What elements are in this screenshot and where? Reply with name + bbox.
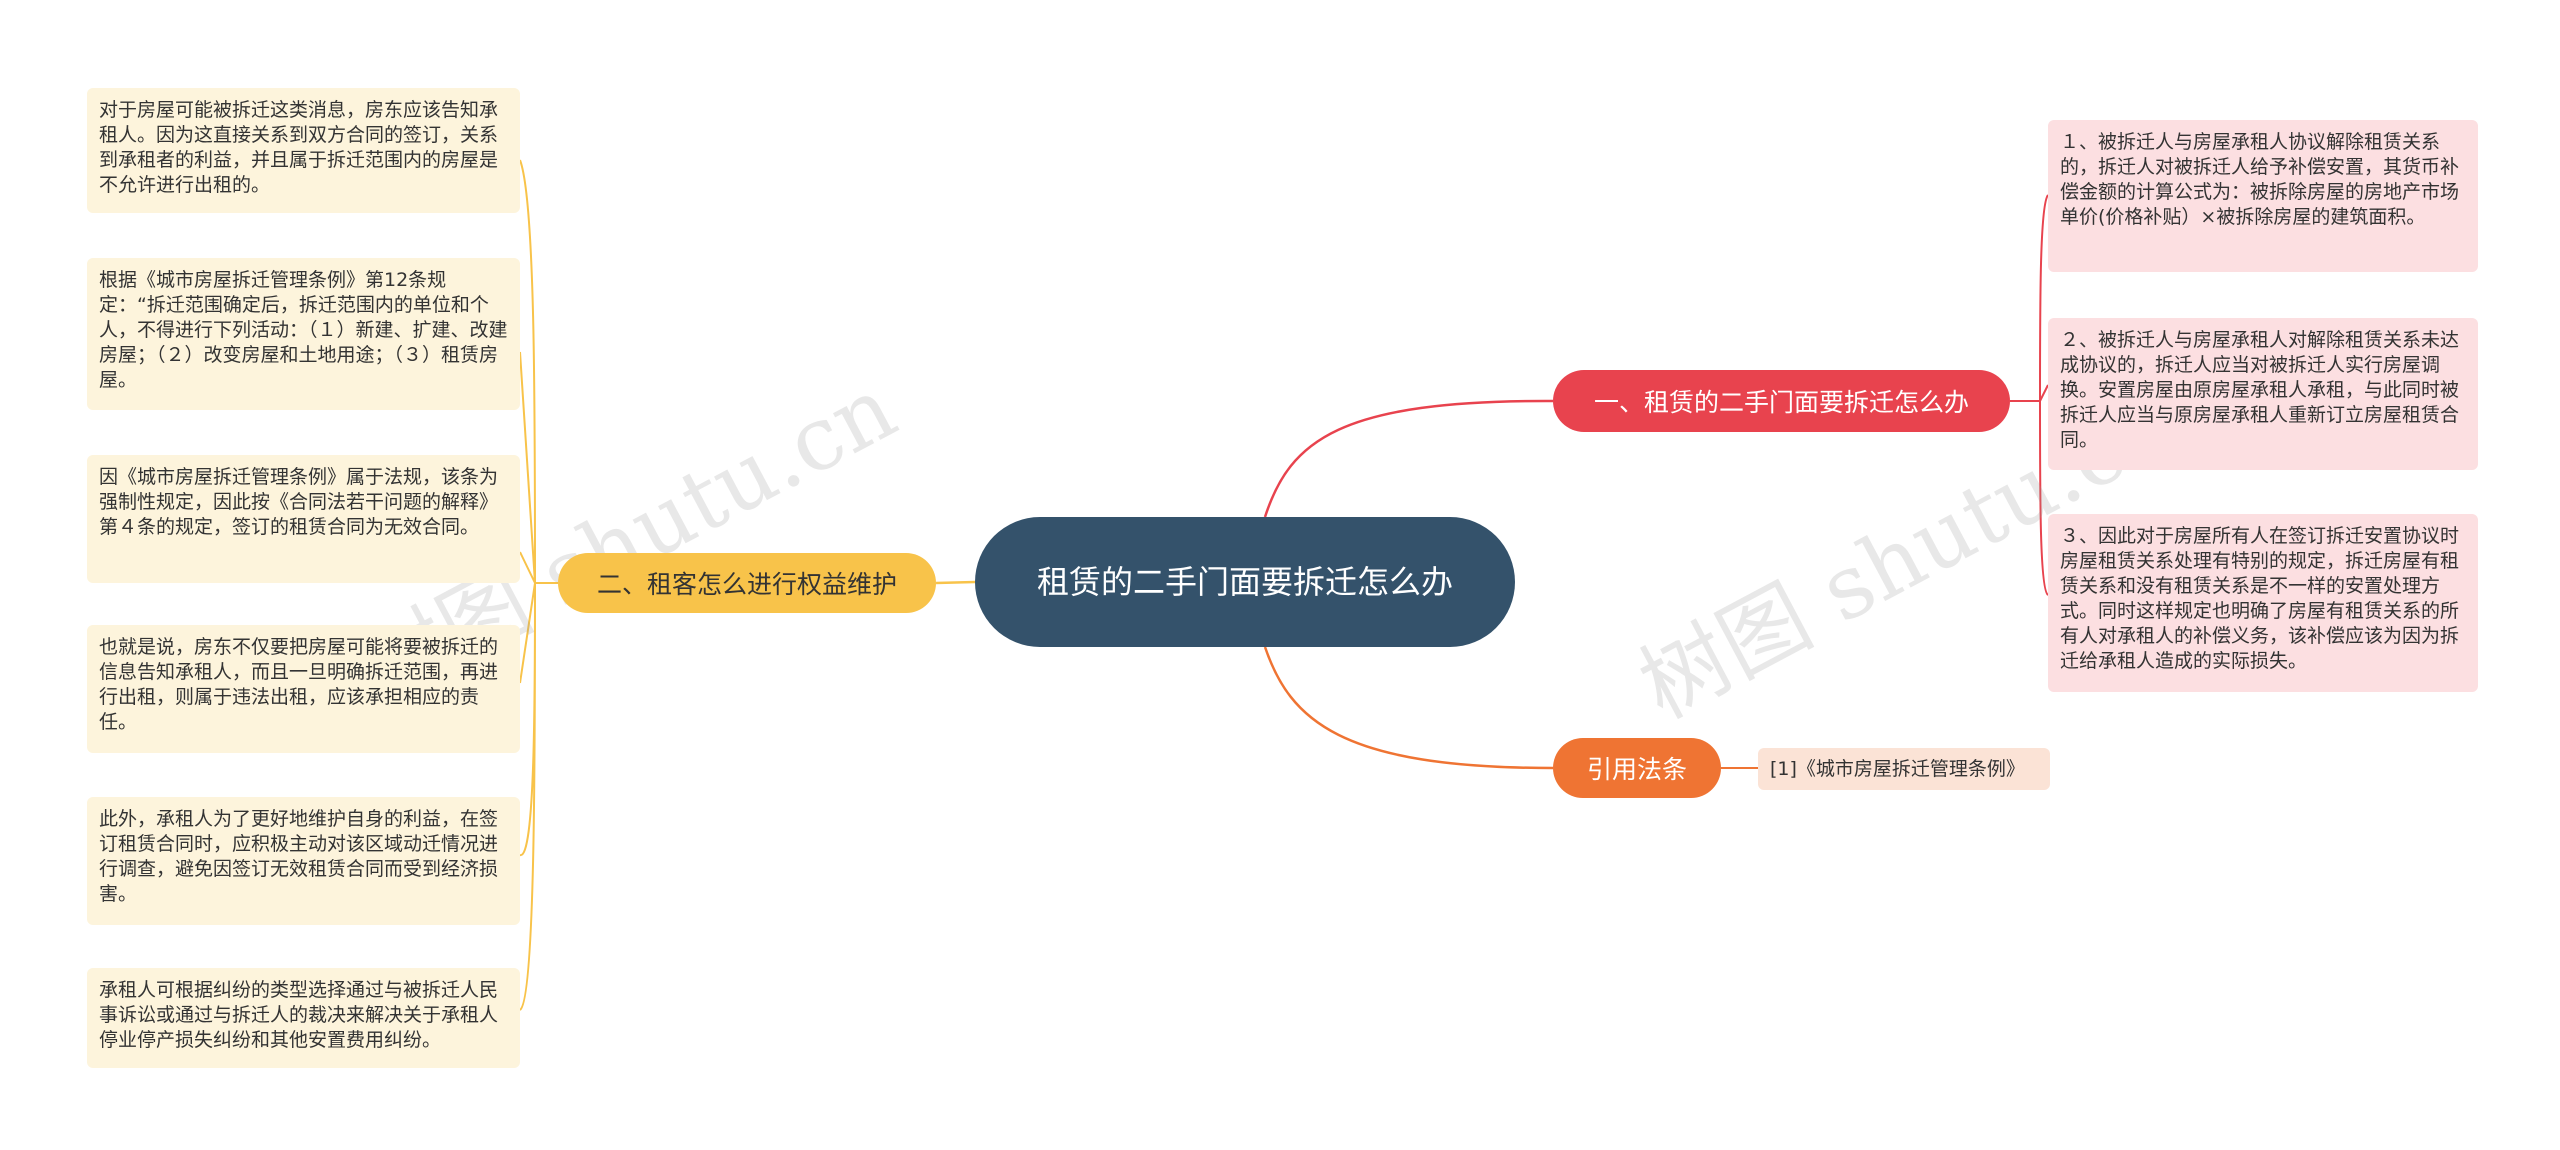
leaf-text: 对于房屋可能被拆迁这类消息，房东应该告知承租人。因为这直接关系到双方合同的签订，… [99, 99, 499, 196]
leaf-node[interactable]: １、被拆迁人与房屋承租人协议解除租赁关系的，拆迁人对被拆迁人给予补偿安置，其货币… [2048, 120, 2478, 272]
leaf-node[interactable]: 对于房屋可能被拆迁这类消息，房东应该告知承租人。因为这直接关系到双方合同的签订，… [87, 88, 520, 213]
leaf-text: １、被拆迁人与房屋承租人协议解除租赁关系的，拆迁人对被拆迁人给予补偿安置，其货币… [2060, 131, 2460, 228]
leaf-text: 此外，承租人为了更好地维护自身的利益，在签订租赁合同时，应积极主动对该区域动迁情… [99, 808, 499, 905]
leaf-text: [1]《城市房屋拆迁管理条例》 [1770, 758, 2025, 780]
root-title: 租赁的二手门面要拆迁怎么办 [1036, 563, 1453, 601]
leaf-node[interactable]: 此外，承租人为了更好地维护自身的利益，在签订租赁合同时，应积极主动对该区域动迁情… [87, 797, 520, 925]
citation-leaf-node[interactable]: [1]《城市房屋拆迁管理条例》 [1758, 748, 2050, 790]
leaf-text: 也就是说，房东不仅要把房屋可能将要被拆迁的信息告知承租人，而且一旦明确拆迁范围，… [99, 636, 499, 733]
leaf-node[interactable]: 承租人可根据纠纷的类型选择通过与被拆迁人民事诉讼或通过与拆迁人的裁决来解决关于承… [87, 968, 520, 1068]
leaf-text: 根据《城市房屋拆迁管理条例》第12条规定：“拆迁范围确定后，拆迁范围内的单位和个… [99, 269, 508, 391]
leaf-node[interactable]: ３、因此对于房屋所有人在签订拆迁安置协议时房屋租赁关系处理有特别的规定，拆迁房屋… [2048, 514, 2478, 692]
branch-node-citations[interactable]: 引用法条 [1553, 738, 1721, 798]
edge-root-b1 [1263, 399, 1554, 518]
branch-label: 二、租客怎么进行权益维护 [596, 570, 897, 599]
leaf-node[interactable]: ２、被拆迁人与房屋承租人对解除租赁关系未达成协议的，拆迁人应当对被拆迁人实行房屋… [2048, 318, 2478, 470]
branch-node-relocation[interactable]: 一、租赁的二手门面要拆迁怎么办 [1553, 370, 2010, 432]
branch-node-tenant-rights[interactable]: 二、租客怎么进行权益维护 [558, 553, 936, 613]
leaf-text: ３、因此对于房屋所有人在签订拆迁安置协议时房屋租赁关系处理有特别的规定，拆迁房屋… [2060, 525, 2460, 672]
leaf-text: 因《城市房屋拆迁管理条例》属于法规，该条为强制性规定，因此按《合同法若干问题的解… [99, 466, 499, 538]
edge-root-b3 [1263, 646, 1554, 770]
root-node[interactable]: 租赁的二手门面要拆迁怎么办 [975, 517, 1515, 647]
edge-b2-bracket [519, 159, 558, 1011]
leaf-node[interactable]: 根据《城市房屋拆迁管理条例》第12条规定：“拆迁范围确定后，拆迁范围内的单位和个… [87, 258, 520, 410]
leaf-node[interactable]: 也就是说，房东不仅要把房屋可能将要被拆迁的信息告知承租人，而且一旦明确拆迁范围，… [87, 625, 520, 753]
leaf-node[interactable]: 因《城市房屋拆迁管理条例》属于法规，该条为强制性规定，因此按《合同法若干问题的解… [87, 455, 520, 583]
branch-label: 引用法条 [1586, 755, 1687, 784]
edge-b1-bracket [2010, 194, 2049, 596]
leaf-text: ２、被拆迁人与房屋承租人对解除租赁关系未达成协议的，拆迁人应当对被拆迁人实行房屋… [2060, 329, 2460, 451]
branch-label: 一、租赁的二手门面要拆迁怎么办 [1593, 388, 1969, 417]
edge-root-b2 [935, 580, 976, 585]
leaf-text: 承租人可根据纠纷的类型选择通过与被拆迁人民事诉讼或通过与拆迁人的裁决来解决关于承… [99, 979, 499, 1051]
